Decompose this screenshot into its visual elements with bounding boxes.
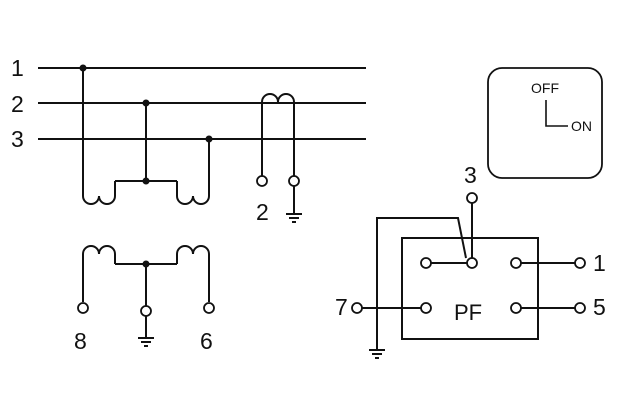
switch-legend: OFF ON (487, 67, 603, 179)
switch-off-label: OFF (531, 80, 559, 96)
line-2-label: 2 (11, 91, 24, 117)
meter-terminal-inner-tr (510, 257, 522, 269)
switch-on-label: ON (571, 118, 592, 134)
switch-path (545, 100, 568, 127)
terminal-7-label: 7 (335, 294, 348, 320)
ground-icon (286, 213, 302, 223)
terminal-2-vt (256, 175, 268, 187)
switch-legend-box (487, 67, 603, 179)
terminal-1-label: 1 (593, 250, 606, 276)
ground-icon (369, 349, 385, 359)
terminal-8-label: 8 (74, 328, 87, 354)
voltage-transformer: 2 (256, 93, 302, 225)
terminal-6-label: 6 (200, 328, 213, 354)
terminal-7 (351, 302, 363, 314)
coil-left-lower (82, 245, 116, 302)
meter-terminal-inner-bl (420, 302, 432, 314)
terminal-2-vt-label: 2 (256, 199, 269, 225)
coil-right-lower (176, 245, 210, 302)
terminal-ground-vt (288, 175, 300, 187)
pf-meter-box (401, 237, 539, 340)
upper-transformer-pair (79, 64, 213, 205)
terminal-ground-lower (140, 305, 152, 317)
pf-meter-label: PF (454, 300, 482, 325)
terminal-3-label: 3 (464, 162, 477, 188)
line-1-label: 1 (11, 55, 24, 81)
lower-transformer-pair: 8 6 (74, 245, 215, 354)
meter-terminal-inner-tl (420, 257, 432, 269)
terminal-6 (203, 302, 215, 314)
coil-voltage (261, 93, 295, 176)
terminal-5-label: 5 (593, 294, 606, 320)
pf-meter: PF 3 1 7 5 (335, 162, 606, 359)
coil-right-upper (176, 181, 210, 205)
terminal-5 (574, 302, 586, 314)
meter-terminal-inner-br (510, 302, 522, 314)
wire (376, 217, 467, 350)
terminal-3 (466, 192, 478, 204)
terminal-1 (574, 257, 586, 269)
coil-left-upper (82, 181, 116, 205)
terminal-8 (77, 302, 89, 314)
meter-terminal-inner-tc (466, 257, 478, 269)
ground-icon (138, 337, 154, 347)
line-3-label: 3 (11, 126, 24, 152)
bus-lines: 1 2 3 (11, 55, 366, 152)
